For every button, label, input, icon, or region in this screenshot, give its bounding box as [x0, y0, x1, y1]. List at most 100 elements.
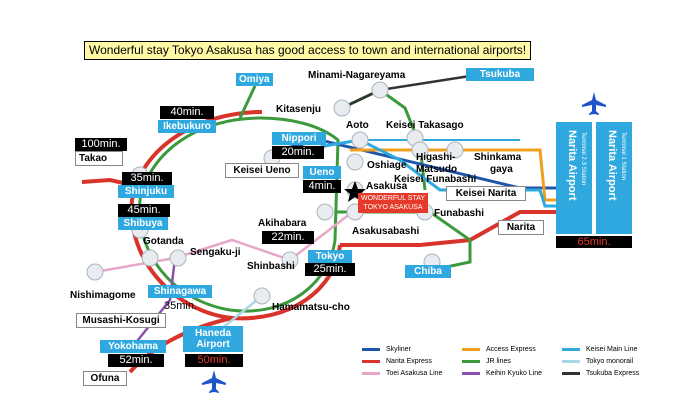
- jr-yamanote-line: [138, 116, 340, 313]
- station-tsukuba: Tsukuba: [466, 68, 534, 81]
- station-yokohama: Yokohama: [100, 340, 166, 353]
- station-asakusabashi: Asakusabashi: [352, 226, 420, 237]
- hotel-line1: WONDERFUL STAY: [361, 195, 426, 202]
- legend-item: Tsukuba Express: [562, 369, 639, 378]
- legend-item: Narita Express: [362, 357, 432, 366]
- narita-airport-label-2: Narita Airport: [606, 130, 618, 201]
- station-dot-oshiage: [346, 153, 364, 171]
- narita-airport-panel-1: [556, 122, 592, 234]
- station-haneda-airport: Haneda Airport: [183, 326, 243, 352]
- station-nishimagome: Nishimagome: [70, 290, 136, 301]
- time-akihabara: 22min.: [262, 231, 314, 244]
- legend-item: JR lines: [462, 357, 511, 366]
- legend-label: Keihin Kyuko Line: [486, 370, 543, 377]
- haneda-line2: Airport: [196, 339, 230, 350]
- station-shinkamagaya-2: gaya: [490, 164, 513, 175]
- legend-label: Keisei Main Line: [586, 346, 638, 353]
- station-dot-higashi-matsudo: [411, 141, 429, 159]
- station-shibuya: Shibuya: [118, 217, 168, 230]
- station-keisei-funabashi: Keisei Funabashi: [394, 174, 477, 185]
- time-tokyo: 25min.: [305, 263, 355, 276]
- station-dot-kitasenju: [333, 99, 351, 117]
- station-tokyo: Tokyo: [308, 250, 352, 263]
- station-shinbashi: Shinbashi: [247, 261, 295, 272]
- station-dot-gotanda: [141, 249, 159, 267]
- legend-label: Access Express: [486, 346, 536, 353]
- time-yokohama: 52min.: [108, 354, 164, 367]
- station-shinjuku: Shinjuku: [118, 185, 174, 198]
- station-kitasenju: Kitasenju: [276, 104, 322, 115]
- airplane-icon: [202, 370, 226, 393]
- hotel-label: WONDERFUL STAY TOKYO ASAKUSA: [358, 193, 429, 213]
- station-nippori: Nippori: [272, 132, 326, 145]
- station-akihabara: Akihabara: [258, 218, 307, 229]
- station-keisei-takasago: Keisei Takasago: [386, 120, 464, 131]
- legend-swatch: [562, 347, 580, 351]
- haneda-line1: Haneda: [194, 328, 232, 339]
- station-minami-nagareyama: Minami-Nagareyama: [308, 70, 406, 81]
- station-hamamatsucho: Hamamatsu-cho: [272, 302, 350, 313]
- time-ueno: 4min.: [303, 180, 341, 193]
- station-oshiage: Oshiage: [367, 160, 407, 171]
- legend-label: Tokyo monorail: [586, 358, 634, 365]
- legend-swatch: [362, 347, 380, 351]
- time-takao: 100min.: [75, 138, 127, 151]
- terminal-23-label: Terminal 2·3 Station: [580, 132, 586, 186]
- station-omiya: Omiya: [236, 73, 273, 86]
- station-ikebukuro: Ikebukuro: [158, 120, 216, 133]
- airplane-icon: [582, 92, 606, 115]
- station-keisei-ueno: Keisei Ueno: [225, 163, 299, 178]
- narita-airport-time-bar: [556, 236, 632, 248]
- legend-label: Skyliner: [386, 346, 411, 353]
- legend-item: Keihin Kyuko Line: [462, 369, 542, 378]
- legend-swatch: [562, 371, 580, 375]
- legend-item: Keisei Main Line: [562, 345, 637, 354]
- legend-label: Narita Express: [386, 358, 432, 365]
- terminal-1-label: Terminal 1 Station: [620, 132, 626, 181]
- legend-item: Access Express: [462, 345, 536, 354]
- station-asakusa: Asakusa: [366, 181, 408, 192]
- time-narita-airport: 65min.: [577, 236, 611, 248]
- station-dot-shinkamagaya: [446, 141, 464, 159]
- station-dot-hamamatsucho: [253, 287, 271, 305]
- station-higashi-matsudo-1: Higashi-: [416, 152, 456, 163]
- station-keisei-narita: Keisei Narita: [446, 186, 526, 201]
- legend-swatch: [362, 371, 380, 375]
- station-shinkamagaya-1: Shinkama: [474, 152, 522, 163]
- station-musashi-kosugi: Musashi-Kosugi: [76, 313, 166, 328]
- station-funabashi: Funabashi: [434, 208, 485, 219]
- station-dot-minami-nagareyama: [371, 81, 389, 99]
- legend-label: Toei Asakusa Line: [386, 370, 443, 377]
- keihin-kyuko-line: [129, 257, 177, 351]
- time-shinjuku: 35min.: [122, 172, 172, 185]
- legend-swatch: [462, 371, 480, 375]
- time-ikebukuro: 40min.: [160, 106, 214, 119]
- station-dot-shinbashi: [281, 251, 299, 269]
- station-aoto: Aoto: [346, 120, 369, 131]
- narita-airport-label-1: Narita Airport: [566, 130, 578, 201]
- legend-swatch: [562, 359, 580, 363]
- station-sengakuji: Sengaku-ji: [190, 247, 241, 258]
- legend-label: Tsukuba Express: [586, 370, 640, 377]
- jr-north: [238, 85, 257, 119]
- station-shinagawa: Shinagawa: [148, 285, 212, 298]
- station-dot-sengakuji: [169, 249, 187, 267]
- station-dot-nishimagome: [86, 263, 104, 281]
- legend-label: JR lines: [486, 358, 511, 365]
- legend-swatch: [462, 347, 480, 351]
- legend-item: Tokyo monorail: [562, 357, 633, 366]
- time-haneda: 50min.: [185, 354, 243, 367]
- station-takao: Takao: [75, 151, 123, 166]
- legend-swatch: [462, 359, 480, 363]
- station-narita: Narita: [498, 220, 544, 235]
- narita-airport-panel-2: [596, 122, 632, 234]
- station-dot-akihabara: [316, 203, 334, 221]
- station-chiba: Chiba: [405, 265, 451, 278]
- time-shibuya: 45min.: [118, 204, 170, 217]
- keisei-main-line: [271, 138, 560, 208]
- hotel-line2: TOKYO ASAKUSA: [363, 204, 423, 211]
- legend-swatch: [362, 359, 380, 363]
- station-higashi-matsudo-2: Matsudo: [416, 164, 458, 175]
- legend-item: Skyliner: [362, 345, 411, 354]
- narita-express-line: [129, 110, 342, 321]
